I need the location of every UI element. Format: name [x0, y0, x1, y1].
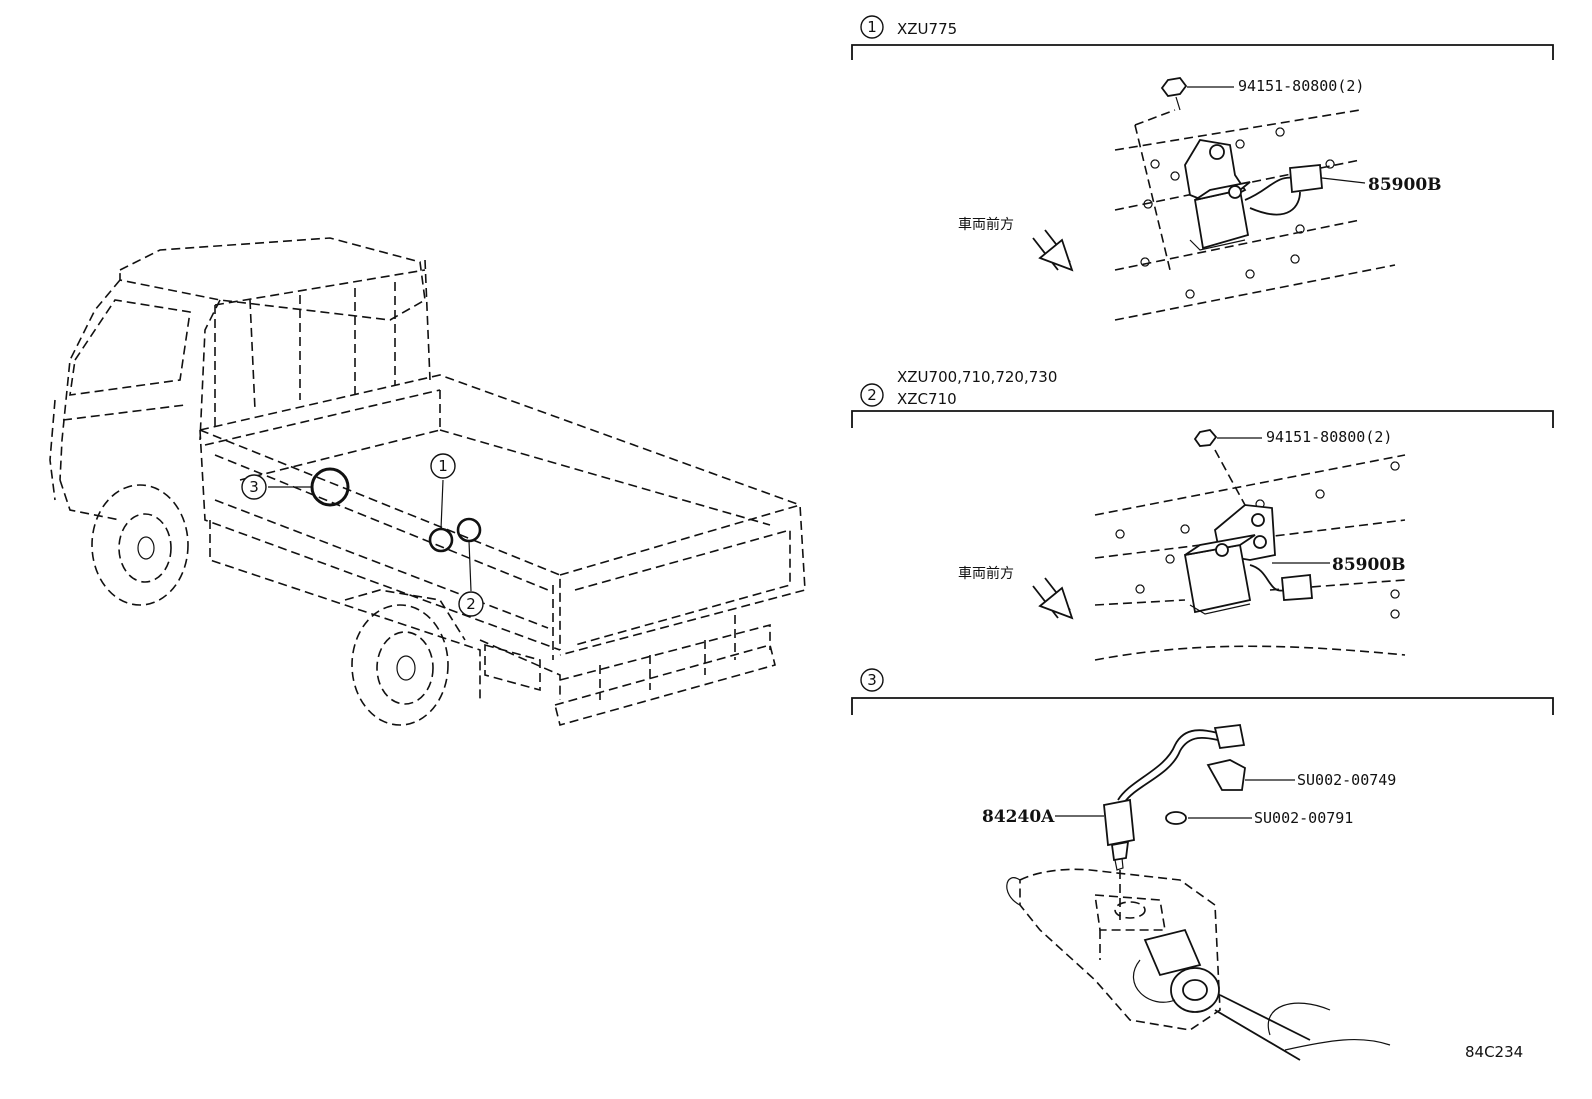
truck-illustration: 3 1 2 — [49, 237, 806, 726]
svg-text:3: 3 — [249, 478, 259, 496]
section-3-number: 3 — [860, 668, 884, 692]
section-2-direction-arrow — [1032, 577, 1074, 620]
section-2-sensor-part: 85900B — [1332, 555, 1406, 575]
callout-2: 2 — [458, 591, 484, 617]
section-2-bolt-part: 94151-80800(2) — [1266, 428, 1392, 446]
section-3-gasket-part: SU002-00791 — [1254, 809, 1353, 827]
section-2-number: 2 — [860, 383, 884, 407]
section-1-sensor-part: 85900B — [1368, 175, 1442, 195]
section-3-bracket — [851, 697, 1554, 715]
section-3: 3 84240A SU002-00749 SU002-00791 — [851, 668, 1554, 1061]
section-1-model: XZU775 — [897, 20, 957, 38]
section-1-bracket — [851, 44, 1554, 60]
section-1-direction-label: 車両前方 — [958, 216, 1014, 233]
section-1-number: 1 — [860, 15, 884, 39]
location-marker-2 — [456, 517, 482, 543]
section-3-connector-part: SU002-00749 — [1297, 771, 1396, 789]
section-2: XZU700,710,720,730 2 XZC710 — [851, 368, 1554, 661]
svg-text:2: 2 — [867, 386, 877, 404]
location-marker-3 — [310, 467, 350, 507]
section-1-bolt-part: 94151-80800(2) — [1238, 77, 1364, 95]
section-1-direction-arrow — [1032, 229, 1074, 272]
svg-text:1: 1 — [867, 18, 877, 36]
svg-text:1: 1 — [438, 457, 448, 475]
section-2-bracket — [851, 410, 1554, 428]
svg-text:3: 3 — [867, 671, 877, 689]
section-2-model-line1: XZU700,710,720,730 — [897, 368, 1057, 386]
figure-code: 84C234 — [1465, 1043, 1523, 1061]
svg-text:2: 2 — [466, 595, 476, 613]
callout-1: 1 — [430, 453, 456, 479]
section-3-switch-part: 84240A — [982, 807, 1055, 827]
section-2-direction-label: 車両前方 — [958, 565, 1014, 582]
section-1: 1 XZU775 — [851, 15, 1554, 321]
callout-3: 3 — [241, 474, 267, 500]
location-marker-1 — [428, 527, 454, 553]
section-2-model-line2: XZC710 — [897, 390, 957, 408]
